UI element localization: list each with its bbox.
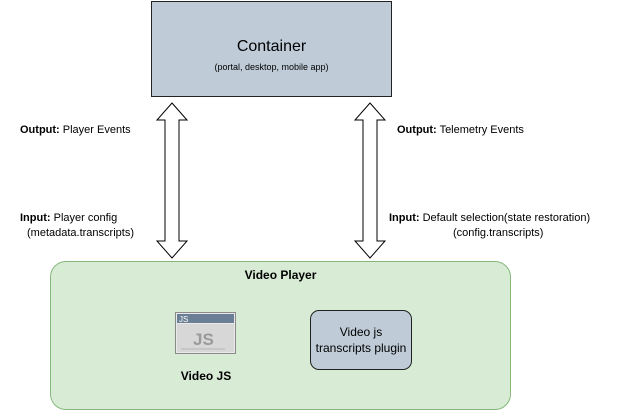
videojs-logo-text: JS [179, 315, 188, 324]
left-input-key: Input: [20, 212, 51, 224]
transcripts-plugin-label: Video js transcripts plugin [315, 325, 407, 355]
left-output-value: Player Events [62, 124, 131, 136]
left-input-value: Player config [53, 212, 118, 224]
left-input-detail: (metadata.transcripts) [27, 227, 134, 239]
left-input-label: Input: Player config [20, 212, 117, 224]
right-input-detail: (config.transcripts) [453, 227, 544, 239]
container-subtitle: (portal, desktop, mobile app) [214, 62, 329, 72]
videojs-caption: Video JS [180, 369, 232, 383]
right-double-arrow [353, 102, 387, 259]
transcripts-plugin-box: Video js transcripts plugin [310, 310, 412, 370]
right-input-label: Input: Default selection(state restorati… [389, 212, 590, 224]
right-input-key: Input: [389, 212, 420, 224]
right-output-value: Telemetry Events [439, 124, 524, 136]
right-output-label: Output: Telemetry Events [397, 124, 524, 136]
container-title: Container [236, 38, 307, 55]
container-box: Container (portal, desktop, mobile app) [151, 1, 392, 97]
videojs-logo-text-large: JS [193, 330, 214, 349]
left-output-key: Output: [20, 124, 60, 136]
left-output-label: Output: Player Events [20, 124, 131, 136]
right-output-key: Output: [397, 124, 437, 136]
videojs-logo-icon: JS JS [175, 312, 236, 354]
left-double-arrow [155, 102, 189, 259]
right-input-value: Default selection(state restoration) [422, 212, 591, 224]
video-player-title: Video Player [244, 268, 317, 282]
video-player-box: Video Player JS JS Video JS Video js tra… [50, 261, 511, 410]
